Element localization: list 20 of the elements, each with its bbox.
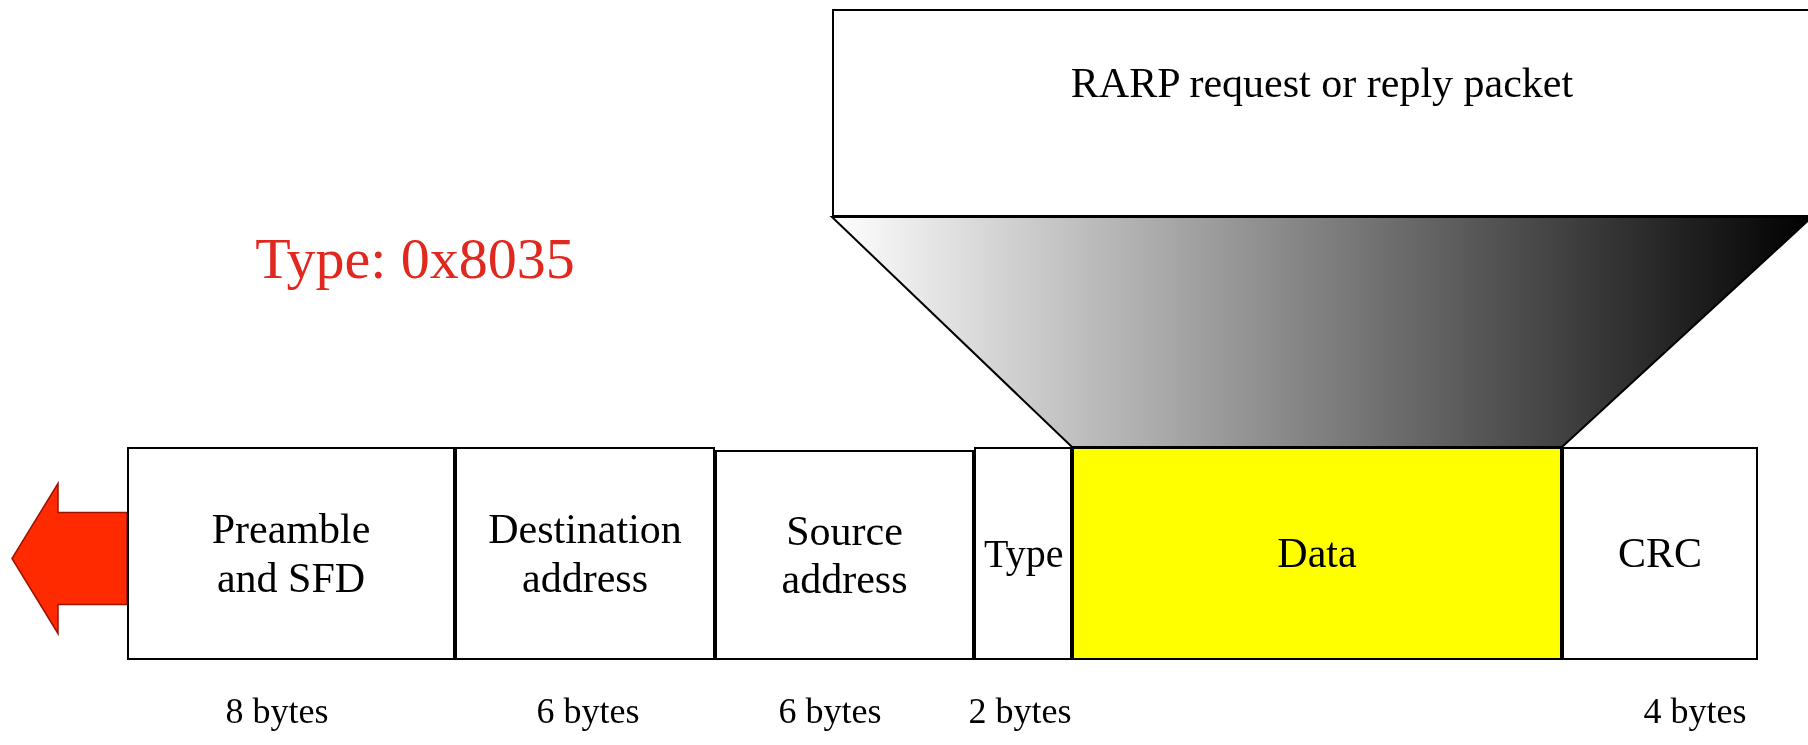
- size-label: 6 bytes: [536, 690, 640, 732]
- frame-field: [715, 450, 974, 660]
- field-label: Destination address: [487, 505, 683, 602]
- size-label: 8 bytes: [225, 690, 329, 732]
- frame-field: [455, 447, 715, 660]
- packet-box: [832, 9, 1808, 217]
- frame-field: [974, 447, 1072, 660]
- frame-field: [1562, 447, 1758, 660]
- ethertype-label: Type: 0x8035: [255, 225, 575, 292]
- field-label: Type: [984, 530, 1062, 577]
- field-label: Data: [1277, 529, 1357, 578]
- field-label: Preamble and SFD: [210, 505, 372, 602]
- field-label: CRC: [1617, 529, 1702, 578]
- field-label: Source address: [780, 506, 909, 604]
- size-label: 6 bytes: [778, 690, 882, 732]
- frame-field: [127, 447, 455, 660]
- frame-field: [1072, 447, 1562, 660]
- field-label: RARP request or reply packet: [1070, 58, 1574, 108]
- size-label: 2 bytes: [968, 690, 1072, 732]
- size-label: 4 bytes: [1643, 690, 1747, 732]
